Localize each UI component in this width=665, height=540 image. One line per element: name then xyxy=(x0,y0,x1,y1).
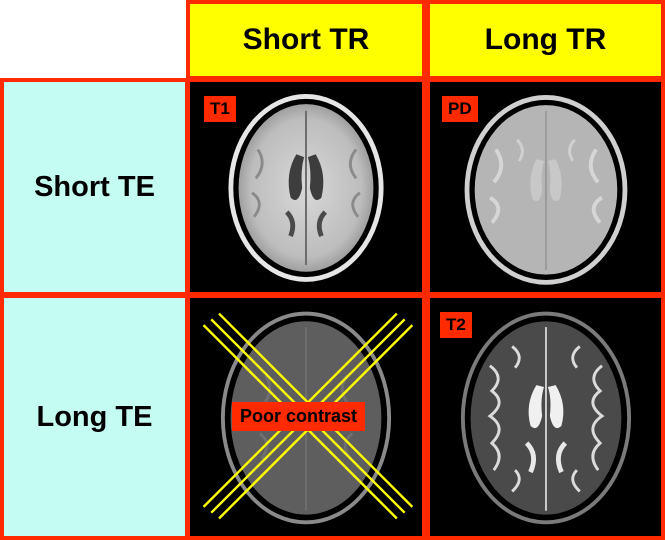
column-header-label: Long TR xyxy=(484,23,607,56)
sequence-tag-t2: T2 xyxy=(440,312,472,338)
poor-contrast-label: Poor contrast xyxy=(232,402,366,431)
sequence-tag-pd: PD xyxy=(442,96,478,122)
brain-mri-t1-icon xyxy=(228,94,384,282)
row-header-label: Long TE xyxy=(36,400,153,433)
column-header-label: Short TR xyxy=(242,23,370,56)
mri-cell-poor-contrast: Poor contrast xyxy=(186,294,426,540)
sequence-tag-t1: T1 xyxy=(204,96,236,122)
column-header-long-tr: Long TR xyxy=(426,0,665,80)
column-header-short-tr: Short TR xyxy=(186,0,426,80)
brain-mri-pd-icon xyxy=(464,95,628,285)
row-header-long-te: Long TE xyxy=(0,294,189,540)
row-header-short-te: Short TE xyxy=(0,78,189,296)
mri-cell-pd: PD xyxy=(426,78,665,296)
mri-cell-t2: T2 xyxy=(426,294,665,540)
mri-cell-t1: T1 xyxy=(186,78,426,296)
row-header-label: Short TE xyxy=(34,170,155,203)
brain-mri-t2-icon xyxy=(460,311,632,525)
